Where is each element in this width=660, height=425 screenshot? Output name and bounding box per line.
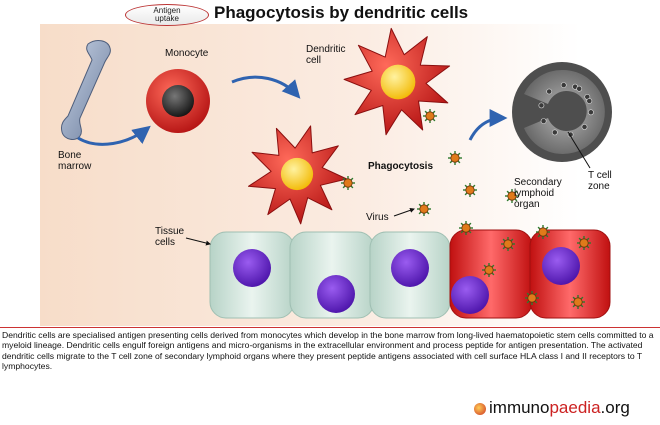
secondary-label-line-1: Secondary	[514, 177, 562, 188]
tissue-cells-label: Tissue cells	[155, 226, 184, 248]
tissue-infected-cell-2	[529, 229, 611, 319]
monocyte-nucleus	[162, 85, 194, 117]
virus-particle	[536, 225, 550, 239]
bone-illustration	[61, 40, 111, 140]
arrow-dendritic-to-lymphoid	[468, 109, 508, 141]
secondary-label-line-3: organ	[514, 199, 540, 210]
arrow-monocyte-to-dendritic	[231, 75, 301, 99]
dendritic-label-line-1: Dendritic	[306, 44, 346, 55]
logo-part-1: immuno	[489, 398, 550, 417]
virus-particle	[571, 295, 585, 309]
secondary-label-line-2: lymphoid	[514, 188, 555, 199]
dendritic-cell-label: Dendritic cell	[306, 44, 345, 66]
virus-pointer	[393, 207, 415, 217]
virus-particle	[505, 189, 519, 203]
arrow-bone-to-monocyte	[77, 125, 151, 146]
virus-particle	[463, 183, 477, 197]
tcell-label-line-2: zone	[588, 181, 610, 192]
secondary-lymphoid-organ-label: Secondary lymphoid organ	[514, 177, 562, 210]
logo-part-3: .org	[600, 398, 630, 417]
tissue-green-cell-3	[369, 231, 451, 319]
virus-particle	[482, 263, 496, 277]
caption-text: Dendritic cells are specialised antigen …	[2, 330, 654, 372]
secondary-lymphoid-organ	[512, 62, 612, 162]
t-cell-zone-pointer	[567, 131, 591, 169]
dendritic-cell-top	[343, 27, 451, 136]
t-cell-zone-dots	[538, 82, 594, 138]
virus-particle	[501, 237, 515, 251]
virus-label: Virus	[366, 212, 389, 223]
virus-particle	[577, 236, 591, 250]
dendritic-cell-engulfing	[248, 125, 348, 225]
dendritic-label-line-2: cell	[306, 55, 322, 66]
tissue-cells-pointer	[185, 237, 211, 246]
virus-particle	[525, 291, 539, 305]
badge-line-2: uptake	[154, 14, 179, 23]
monocyte-label: Monocyte	[165, 48, 209, 59]
tcell-label-line-1: T cell	[588, 170, 612, 181]
t-cell-zone-label: T cell zone	[588, 170, 612, 192]
tissue-label-line-2: cells	[155, 237, 176, 248]
dendritic-nucleus	[280, 157, 314, 191]
dendritic-nucleus	[380, 64, 416, 100]
bone-marrow-label: Bone marrow	[58, 150, 91, 172]
caption-divider	[0, 327, 660, 328]
virus-particle	[417, 202, 431, 216]
logo-part-2: paedia	[549, 398, 601, 417]
virus-particle	[423, 109, 437, 123]
logo-dot-icon	[474, 402, 486, 415]
badge-line-1: Antigen	[153, 6, 181, 15]
bone-label-line-2: marrow	[58, 161, 92, 172]
virus-particle	[448, 151, 462, 165]
virus-particles	[341, 109, 591, 309]
virus-particle	[459, 221, 473, 235]
tissue-green-cell-2	[289, 231, 375, 319]
immunopaedia-logo: immunopaedia.org	[474, 398, 630, 418]
bone-label-line-1: Bone	[58, 150, 82, 161]
tissue-green-cell-1	[209, 231, 295, 319]
virus-particle	[341, 176, 355, 190]
tissue-label-line-1: Tissue	[155, 226, 185, 237]
page-title: Phagocytosis by dendritic cells	[214, 3, 469, 22]
monocyte-cell	[146, 69, 210, 133]
phagocytosis-label: Phagocytosis	[368, 161, 434, 172]
